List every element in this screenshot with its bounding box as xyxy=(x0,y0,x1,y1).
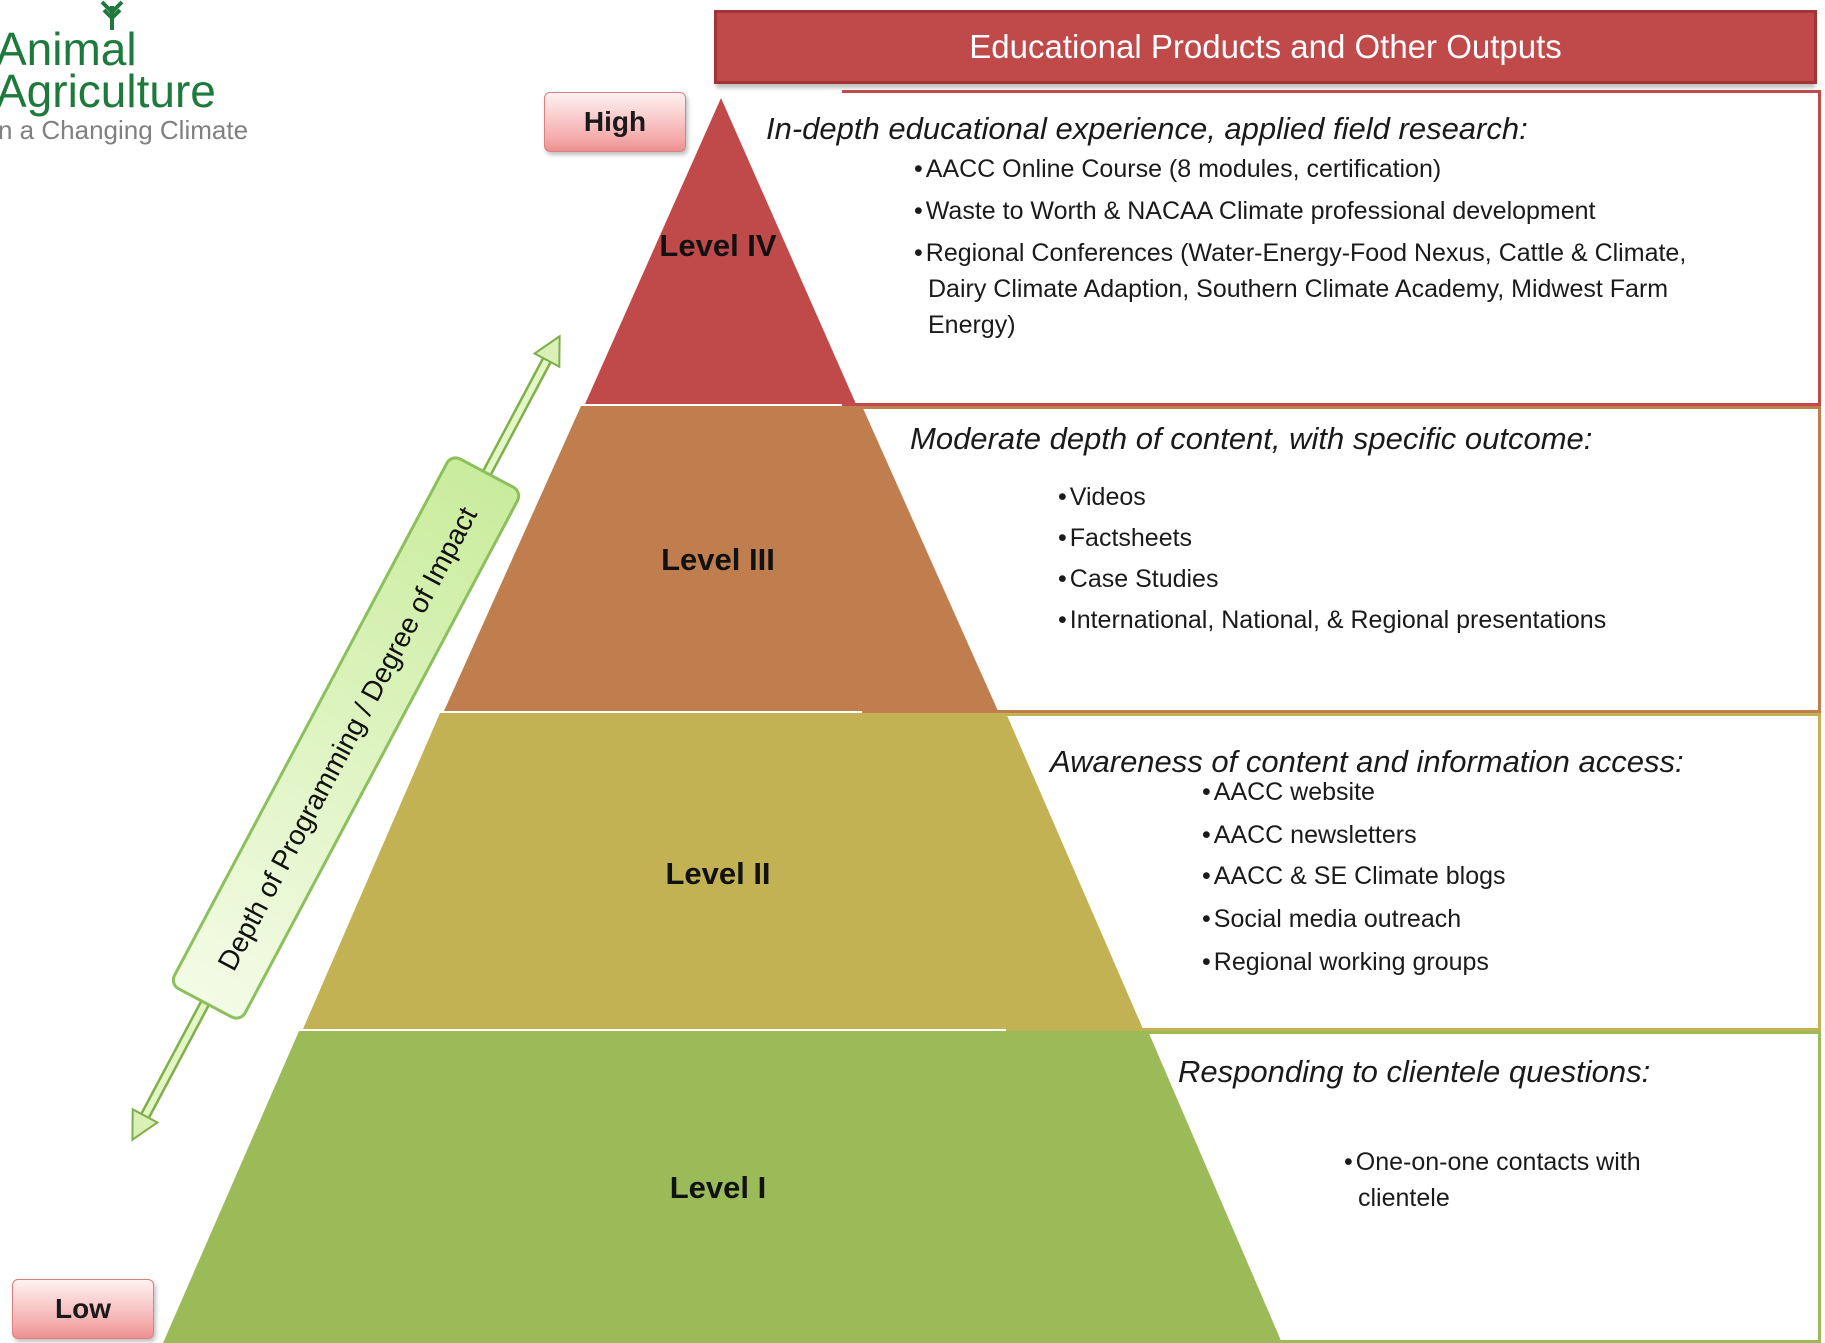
level-label-iv: Level IV xyxy=(659,228,776,263)
list-item: AACC Online Course (8 modules, certifica… xyxy=(914,151,1734,187)
list-item: International, National, & Regional pres… xyxy=(1058,602,1606,638)
list-item: Social media outreach xyxy=(1202,901,1506,937)
band-list-level-iv: AACC Online Course (8 modules, certifica… xyxy=(914,151,1734,343)
pyramid-tier-level-i xyxy=(163,1031,1282,1343)
logo: Animal Agriculture n a Changing Climate xyxy=(0,0,260,150)
list-item: Regional Conferences (Water-Energy-Food … xyxy=(914,235,1734,343)
logo-sprig-icon xyxy=(100,0,124,30)
low-label: Low xyxy=(12,1279,154,1339)
pyramid-tier-level-ii xyxy=(303,713,1143,1029)
level-label-i: Level I xyxy=(670,1170,767,1205)
band-heading-level-iv: In-depth educational experience, applied… xyxy=(766,111,1528,146)
list-item: Videos xyxy=(1058,479,1606,515)
list-item: Regional working groups xyxy=(1202,944,1506,980)
logo-line-3: n a Changing Climate xyxy=(0,115,249,145)
band-list-level-i: One-on-one contacts with clientele xyxy=(1344,1144,1684,1216)
header-bar: Educational Products and Other Outputs xyxy=(714,10,1817,84)
pyramid-tier-level-iv xyxy=(585,98,856,404)
band-list-level-iii: Videos Factsheets Case Studies Internati… xyxy=(1058,479,1606,638)
list-item: Waste to Worth & NACAA Climate professio… xyxy=(914,193,1734,229)
band-level-iv: In-depth educational experience, applied… xyxy=(766,90,1821,406)
pyramid-tier-level-iii xyxy=(444,406,998,711)
band-heading-level-i: Responding to clientele questions: xyxy=(1178,1054,1651,1089)
level-label-iii: Level III xyxy=(661,542,775,577)
level-label-ii: Level II xyxy=(665,856,770,891)
band-level-i: Responding to clientele questions: One-o… xyxy=(1148,1031,1821,1343)
band-level-ii: Awareness of content and information acc… xyxy=(1006,713,1821,1031)
list-item: Factsheets xyxy=(1058,520,1606,556)
list-item: Case Studies xyxy=(1058,561,1606,597)
list-item: AACC website xyxy=(1202,774,1506,810)
band-list-level-ii: AACC website AACC newsletters AACC & SE … xyxy=(1202,774,1506,980)
list-item: AACC newsletters xyxy=(1202,817,1506,853)
band-heading-level-iii: Moderate depth of content, with specific… xyxy=(910,421,1593,456)
high-label: High xyxy=(544,92,686,152)
logo-line-2: Agriculture xyxy=(0,65,216,117)
list-item: One-on-one contacts with clientele xyxy=(1344,1144,1684,1216)
band-level-iii: Moderate depth of content, with specific… xyxy=(862,406,1821,713)
list-item: AACC & SE Climate blogs xyxy=(1202,858,1506,894)
logo-line-1: Animal xyxy=(0,23,137,75)
